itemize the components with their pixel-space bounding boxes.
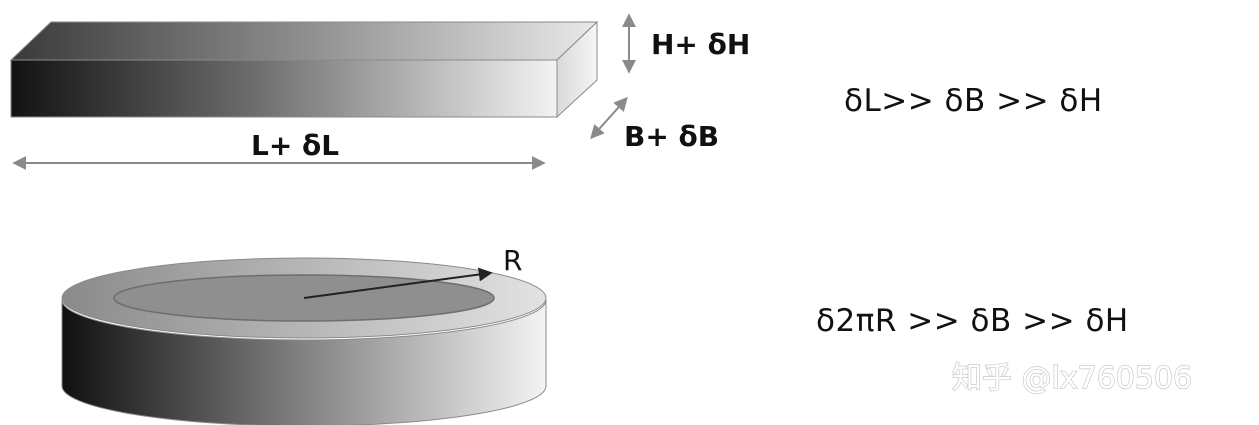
length-label: L+ δL: [251, 129, 339, 162]
rectangular-bar: [9, 20, 599, 119]
ring-relation-text: δ2πR >> δB >> δH: [816, 303, 1129, 339]
watermark-text: 知乎 @lx760506: [952, 361, 1192, 396]
ring-side-face: [61, 299, 547, 425]
bar-top-face: [9, 21, 599, 61]
radius-arrow: [303, 267, 493, 299]
bar-relation-text: δL>> δB >> δH: [844, 83, 1103, 119]
breadth-arrow: [590, 96, 628, 140]
bar-front-face: [10, 59, 558, 118]
radius-label: R: [503, 244, 522, 277]
annular-ring: [61, 257, 547, 425]
height-label: H+ δH: [651, 28, 750, 61]
breadth-label: B+ δB: [624, 120, 719, 153]
